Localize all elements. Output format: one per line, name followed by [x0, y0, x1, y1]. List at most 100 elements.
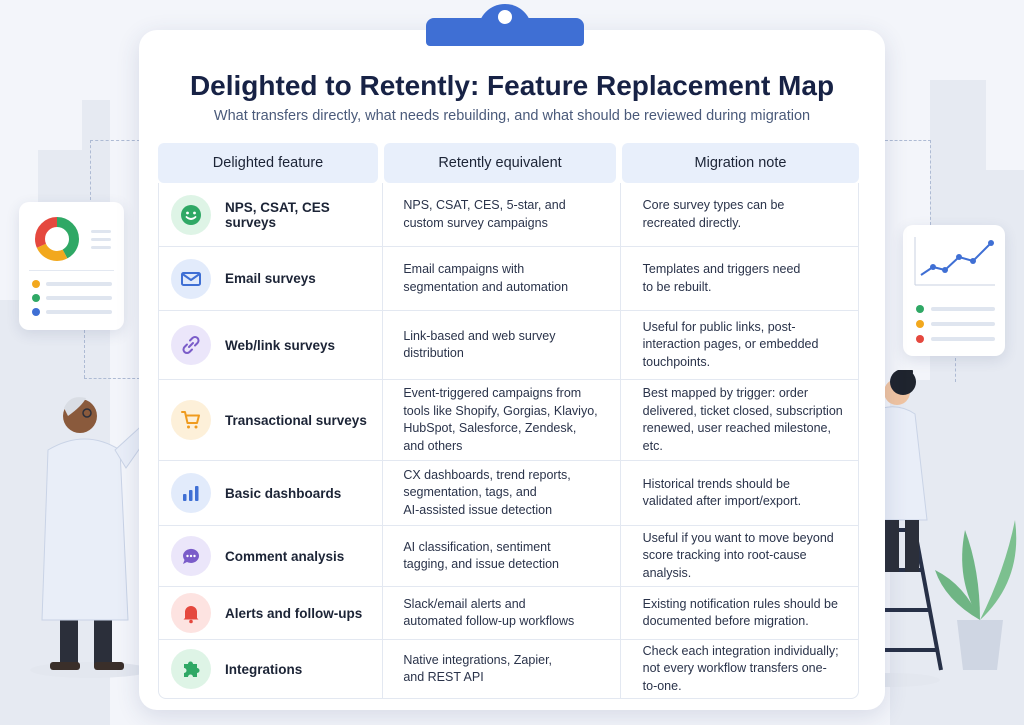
- line-chart-illustration: [914, 237, 995, 343]
- connector-line: [930, 140, 931, 225]
- equivalent-cell-line: custom survey campaigns: [403, 215, 548, 230]
- equivalent-cell-line: automated follow-up workflows: [403, 614, 575, 628]
- connector-line: [84, 378, 140, 379]
- feature-cell: Email surveys: [159, 247, 384, 310]
- equivalent-cell-line: and others: [403, 438, 463, 453]
- migration-note-cell-line: Useful if you want to move beyond: [642, 530, 834, 545]
- migration-note-cell-line: touchpoints.: [642, 354, 711, 369]
- donut-chart-illustration: [29, 217, 114, 316]
- migration-note-cell-line: not every workflow transfers one-: [642, 661, 827, 676]
- migration-note-cell-line: documented before migration.: [642, 614, 809, 628]
- equivalent-cell-line: Slack/email alerts and: [403, 596, 526, 611]
- feature-name: NPS, CSAT, CES surveys: [225, 199, 330, 230]
- donut-chart-card: [19, 202, 124, 330]
- column-header-delighted-feature: Delighted feature: [158, 143, 378, 183]
- migration-note-cell: Historical trends should be validated aft…: [621, 461, 858, 525]
- equivalent-cell-line: Link-based and web survey: [403, 328, 556, 343]
- bell-icon: [171, 593, 211, 633]
- migration-note-cell-line: analysis.: [642, 565, 692, 580]
- connector-line: [90, 140, 91, 200]
- equivalent-cell-line: Native integrations, Zapier,: [403, 652, 553, 667]
- equivalent-cell-line: distribution: [403, 346, 464, 360]
- equivalent-cell-line: AI classification, sentiment: [403, 539, 551, 554]
- connector-line: [885, 140, 931, 141]
- feature-cell: Web/link surveys: [159, 311, 384, 379]
- equivalent-cell: Event-triggered campaigns from tools like…: [383, 380, 621, 460]
- migration-note-cell-line: Existing notification rules should be: [642, 596, 838, 611]
- envelope-icon: [171, 258, 211, 299]
- migration-note-cell-line: delivered, ticket closed, subscription: [642, 403, 843, 418]
- smiley-icon: [171, 194, 211, 235]
- line-chart-card: [903, 225, 1005, 356]
- equivalent-cell-line: and REST API: [403, 670, 484, 684]
- plant-illustration: [935, 520, 1017, 670]
- equivalent-cell-line: tools like Shopify, Gorgias, Klaviyo,: [403, 403, 598, 418]
- migration-note-cell: Useful if you want to move beyond score t…: [621, 526, 858, 586]
- feature-cell: Transactional surveys: [159, 380, 384, 460]
- equivalent-cell-line: NPS, CSAT, CES, 5-star, and: [403, 198, 566, 212]
- migration-note-cell: Existing notification rules should be doc…: [621, 587, 858, 639]
- migration-note-cell-line: validated after import/export.: [642, 494, 802, 508]
- equivalent-cell: CX dashboards, trend reports, segmentatio…: [383, 461, 621, 525]
- equivalent-cell-line: Email campaigns with: [403, 262, 525, 276]
- migration-note-cell-line: Core survey types can be: [642, 198, 785, 212]
- puzzle-icon: [171, 649, 211, 689]
- feature-cell: Alerts and follow-ups: [159, 587, 384, 639]
- feature-name: Transactional surveys: [225, 412, 367, 428]
- clipboard-clip-hole: [498, 10, 512, 24]
- table-row: Transactional surveys Event-triggered cam…: [159, 380, 858, 461]
- chat-bubble-icon: [171, 536, 211, 576]
- feature-cell: NPS, CSAT, CES surveys: [159, 183, 384, 246]
- feature-name: Basic dashboards: [225, 485, 342, 501]
- page-subtitle: What transfers directly, what needs rebu…: [213, 108, 811, 124]
- table-row: Comment analysis AI classification, senti…: [159, 526, 858, 587]
- equivalent-cell-line: CX dashboards, trend reports,: [403, 467, 571, 482]
- column-header-retently-equivalent: Retently equivalent: [384, 143, 616, 183]
- migration-note-cell-line: renewed, user reached milestone, etc.: [642, 421, 831, 453]
- equivalent-cell-line: HubSpot, Salesforce, Zendesk,: [403, 421, 577, 435]
- feature-name: Comment analysis: [225, 548, 345, 564]
- cart-icon: [171, 400, 211, 440]
- feature-cell: Basic dashboards: [159, 461, 384, 525]
- equivalent-cell: Slack/email alerts and automated follow-u…: [383, 587, 621, 639]
- migration-note-cell-line: Useful for public links, post-: [642, 319, 796, 334]
- feature-name: Web/link surveys: [225, 337, 336, 353]
- table-row: Web/link surveys Link-based and web surve…: [159, 311, 858, 380]
- equivalent-cell: Link-based and web survey distribution: [383, 311, 621, 379]
- migration-note-cell-line: Check each integration individually;: [642, 643, 839, 658]
- table-row: Integrations Native integrations, Zapier,…: [159, 640, 858, 698]
- equivalent-cell-line: Event-triggered campaigns from: [403, 386, 582, 400]
- table-body: NPS, CSAT, CES surveys NPS, CSAT, CES, 5-…: [158, 183, 859, 699]
- equivalent-cell-line: AI-assisted issue detection: [403, 502, 553, 517]
- person-left-illustration: [30, 397, 158, 678]
- equivalent-cell-line: segmentation and automation: [403, 279, 569, 294]
- feature-name: Alerts and follow-ups: [225, 605, 363, 621]
- column-header-migration-note: Migration note: [622, 143, 859, 183]
- equivalent-cell: NPS, CSAT, CES, 5-star, and custom survey…: [383, 183, 621, 246]
- migration-note-cell-line: Historical trends should be: [642, 476, 790, 491]
- equivalent-cell-line: segmentation, tags, and: [403, 485, 537, 500]
- link-icon: [171, 325, 211, 365]
- table-row: Alerts and follow-ups Slack/email alerts …: [159, 587, 858, 640]
- feature-name: Integrations: [225, 661, 303, 677]
- migration-note-cell-line: score tracking into root-cause: [642, 548, 807, 563]
- feature-cell: Comment analysis: [159, 526, 384, 586]
- background-building: [0, 300, 40, 725]
- migration-note-cell-line: recreated directly.: [642, 215, 742, 230]
- table-row: Email surveys Email campaigns with segment…: [159, 247, 858, 311]
- migration-note-cell-line: to be rebuilt.: [642, 279, 712, 294]
- page-title: Delighted to Retently: Feature Replaceme…: [189, 70, 835, 101]
- migration-note-cell-line: to-one.: [642, 678, 682, 693]
- migration-note-cell: Check each integration individually; not …: [621, 640, 858, 698]
- table-row: Basic dashboards CX dashboards, trend rep…: [159, 461, 858, 526]
- bar-chart-icon: [171, 473, 211, 513]
- feature-cell: Integrations: [159, 640, 384, 698]
- table-row: NPS, CSAT, CES surveys NPS, CSAT, CES, 5-…: [159, 183, 858, 247]
- migration-note-cell: Core survey types can be recreated direct…: [621, 183, 858, 246]
- connector-line: [90, 140, 140, 141]
- connector-line: [955, 358, 956, 382]
- migration-note-cell-line: interaction pages, or embedded: [642, 337, 819, 352]
